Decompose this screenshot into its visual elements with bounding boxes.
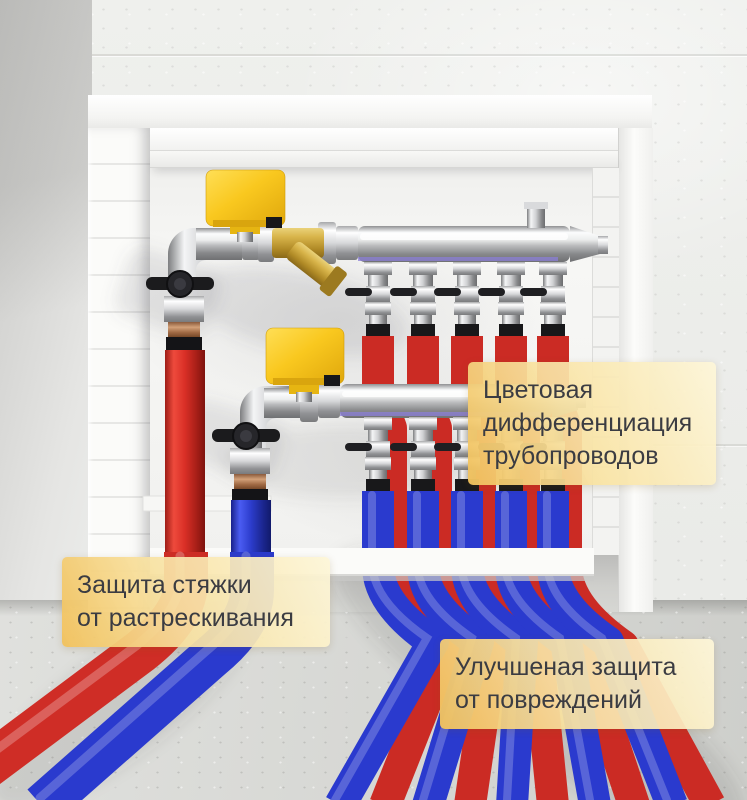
interior-rail-upper [150,128,618,151]
interior-right-slats [592,168,619,555]
supply-manifold [318,202,608,264]
wall-seam-top [0,54,747,56]
left-wall-shade [0,0,92,604]
supply-ball-valve [146,270,214,322]
callout-damage-protection: Улучшеная защита от повреждений [440,639,714,729]
callout-pipe-color-differentiation: Цветовая дифференциация трубопроводов [468,362,716,485]
manifold-outlet-valve [520,262,567,336]
manifold-outlet-valve [434,262,481,336]
callout-line: от повреждений [455,686,642,714]
callout-line: Улучшеная защита [455,653,677,681]
supply-manifold-outlets [345,262,567,336]
return-ball-valve [212,422,280,474]
manifold-outlet-valve [478,262,525,336]
manifold-vent-cap [527,206,545,228]
return-actuator [265,327,345,402]
supply-inlet-assembly [146,169,347,572]
supply-riser-pipe [165,350,205,572]
interior-rail-lower [150,151,618,168]
thermal-actuator [205,169,286,242]
cabinet-left-panel [88,128,150,612]
callout-line: дифференциация [483,409,693,437]
callout-line: Цветовая [483,376,594,404]
y-strainer [272,228,347,297]
callout-line: трубопроводов [483,442,659,470]
callout-screed-crack-protection: Защита стяжки от растрескивания [62,557,330,647]
left-wall-shadow-wedge [0,0,92,604]
callout-line: Защита стяжки [77,571,252,599]
callout-line: от растрескивания [77,604,294,632]
